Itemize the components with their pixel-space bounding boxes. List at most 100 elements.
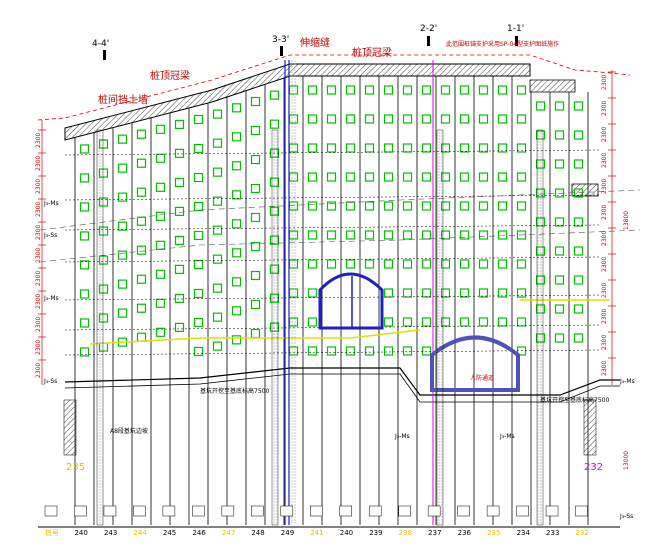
pile-number: 233 <box>546 529 559 537</box>
pile-number: 235 <box>487 529 500 537</box>
pile-tag-box <box>310 505 323 517</box>
anchor-box <box>269 119 280 129</box>
anchor-box <box>155 182 166 192</box>
anchor-box <box>136 303 147 313</box>
soil-label: J₃-Ss <box>43 378 57 385</box>
anchor-box <box>573 246 584 256</box>
anchor-box <box>478 85 489 95</box>
left-dim-label: 2300 <box>35 248 42 263</box>
anchor-box <box>193 201 204 212</box>
anchor-box <box>155 327 166 337</box>
top-note: 此范围桩锚支护采用SP-04型支护图纸施作 <box>446 40 559 48</box>
soil-label: J₃-Ms <box>43 200 59 207</box>
anchor-box <box>174 206 185 217</box>
anchor-box <box>326 346 337 356</box>
anchor-box <box>231 277 242 287</box>
anchor-box <box>79 318 90 328</box>
anchor-box <box>193 114 204 125</box>
right-dim-label: 2300 <box>601 257 608 272</box>
anchor-box <box>212 312 223 322</box>
tunnel-arch-small <box>318 272 384 330</box>
anchor-box <box>478 201 489 211</box>
anchor-box <box>250 212 261 223</box>
soil-boundary <box>39 189 641 231</box>
anchor-box <box>250 299 261 310</box>
pile-base <box>583 399 597 456</box>
left-dim-label: 2300 <box>35 340 42 355</box>
anchor-box <box>117 134 128 144</box>
anchor-box <box>383 230 394 240</box>
anchor-box <box>231 132 242 142</box>
anchor-box <box>307 230 318 240</box>
anchor-box <box>231 190 242 200</box>
anchor-box <box>383 143 394 153</box>
anchor-box <box>117 250 128 260</box>
anchor-box <box>326 85 337 95</box>
right-dim-label: 2300 <box>601 231 608 246</box>
anchor-box <box>250 270 261 281</box>
anchor-box <box>193 230 204 241</box>
anchor-box <box>383 85 394 95</box>
anchor-box <box>459 259 470 269</box>
anchor-box <box>421 230 432 240</box>
anchor-box <box>364 114 375 124</box>
base-note: A8段基坑边坡 <box>110 427 148 435</box>
anchor-box <box>364 230 375 240</box>
anchor-box <box>79 347 90 357</box>
anchor-box <box>155 240 166 250</box>
anchor-box <box>402 201 413 211</box>
section-mark-2-2: 2-2' <box>420 24 437 46</box>
pile-tag-box <box>486 505 500 517</box>
anchor-box <box>117 279 128 289</box>
anchor-box <box>231 335 242 345</box>
pile-number: 239 <box>369 529 382 537</box>
anchor-box <box>79 289 90 299</box>
anchor-box <box>402 172 413 182</box>
passage-label: 人防通道 <box>470 374 494 382</box>
soil-label: J₃-Ss <box>619 513 633 520</box>
pile-number: 245 <box>163 529 176 537</box>
pile-tag-box <box>251 505 264 517</box>
anchor-box <box>421 201 432 211</box>
anchor-box <box>231 248 242 258</box>
anchor-box <box>421 346 432 356</box>
anchor-box <box>478 317 489 327</box>
anchor-box <box>307 288 318 298</box>
anchor-box <box>231 306 242 316</box>
anchor-box <box>383 288 394 298</box>
pile-tag-box <box>545 505 559 517</box>
anchor-box <box>326 143 337 153</box>
pile-tag-box <box>74 505 87 517</box>
anchor-box <box>345 259 356 269</box>
excavation-base-line <box>64 367 620 396</box>
anchor-box <box>497 172 508 182</box>
pile-tag-box <box>516 505 529 517</box>
anchor-box <box>554 101 565 111</box>
anchor-box <box>212 196 223 206</box>
anchor-box <box>174 119 185 130</box>
plan-note-right: 基坑开挖至基底标高7500 <box>540 396 609 404</box>
anchor-box <box>79 260 90 270</box>
anchor-box <box>79 144 90 154</box>
pile-tag-box <box>575 505 588 517</box>
anchor-box <box>155 298 166 308</box>
anchor-box <box>345 201 356 211</box>
soil-label: J₃-Ms <box>43 295 59 302</box>
anchor-box <box>307 259 318 269</box>
pile-232-label: 232 <box>584 462 603 473</box>
anchor-box <box>573 275 584 285</box>
anchor-box <box>364 201 375 211</box>
waling-line <box>64 256 601 263</box>
anchor-box <box>459 143 470 153</box>
anchor-box <box>174 293 185 304</box>
anchor-box <box>573 159 584 169</box>
anchor-box <box>136 245 147 255</box>
anchor-box <box>402 346 413 356</box>
left-dim-label: 2300 <box>35 271 42 286</box>
anchor-box <box>478 114 489 124</box>
anchor-box <box>478 230 489 240</box>
anchor-box <box>421 114 432 124</box>
anchor-box <box>326 259 337 269</box>
pile-number: 241 <box>310 529 323 537</box>
